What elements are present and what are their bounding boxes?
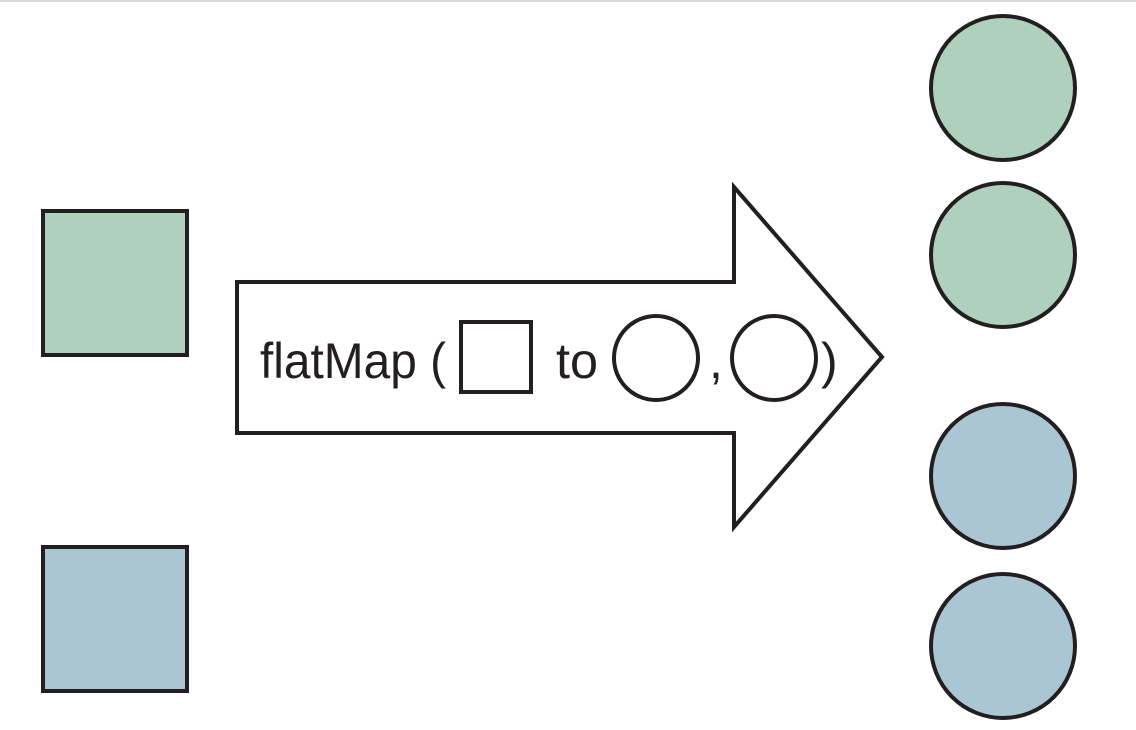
arrow-label-close-paren: ) bbox=[821, 333, 838, 389]
input-square-blue bbox=[41, 545, 189, 693]
output-circle-blue-2 bbox=[929, 572, 1077, 720]
arrow-label-to: to bbox=[556, 333, 598, 389]
transform-arrow bbox=[235, 181, 885, 533]
label-square-symbol bbox=[459, 320, 533, 394]
output-circle-green-2 bbox=[929, 181, 1077, 329]
arrow-label-function: flatMap ( bbox=[260, 333, 446, 389]
label-circle-symbol-1 bbox=[612, 314, 700, 402]
output-circle-blue-1 bbox=[929, 402, 1077, 550]
top-border bbox=[0, 0, 1136, 2]
label-circle-symbol-2 bbox=[730, 314, 818, 402]
input-square-green bbox=[41, 209, 189, 357]
output-circle-green-1 bbox=[929, 14, 1077, 162]
arrow-label-comma: , bbox=[709, 333, 723, 389]
